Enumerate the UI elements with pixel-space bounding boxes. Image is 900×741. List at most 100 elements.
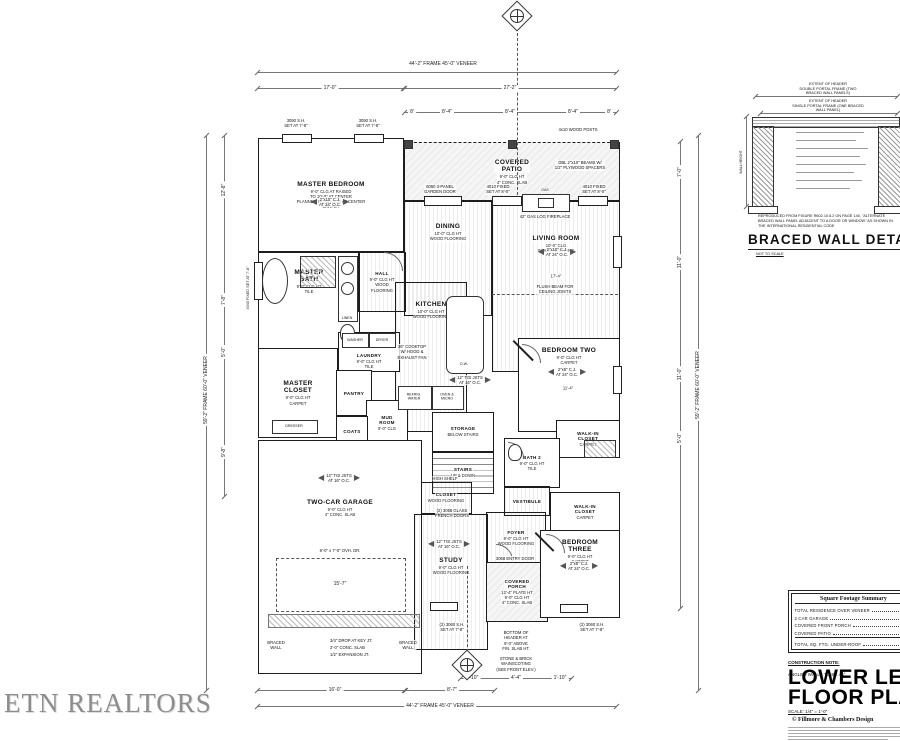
dim-bed2-width: 11'-4" [560,385,576,391]
summary-row: TOTAL RESIDENCE OVER VENEER [795,606,900,613]
room-foyer: FOYER 9'-0" CLG HT WOOD FLOORING [486,512,546,564]
room-sublabel: 10'-0" CLG HT WOOD FLOORING [429,231,467,242]
joist-note-bed2: ◀ 2"x6" C.J. AT 24" O.C. ▶ [547,367,587,377]
arrow-left-icon: ◀ [559,561,566,570]
room-label: MASTER BEDROOM [296,180,366,188]
room-pantry: PANTRY [336,370,372,416]
note-braced-b: BRACED WALL [399,640,417,651]
dim-porch-0: 1'-10" [463,675,481,681]
summary-row: COVERED FRONT PORCH [795,621,900,628]
window-bed3-bottom [560,604,588,613]
note-cooktop: 36" COOKTOP W/ HOOD & EXHAUST FAN [397,344,427,360]
note-fireplace: 42" GAS LOG FIREPLACE [519,214,571,220]
note-fixed-b: 4010 FIXED SET AT 8'-0" [582,184,606,195]
bw-height-dim [746,117,747,206]
dim-top-sub-4: 8' [605,109,613,115]
dim-right-3: 5'-0" [677,431,683,445]
bw-title-rule [748,249,900,251]
garden-door [424,196,462,206]
refrig-label: REFRIG. WATER [406,392,422,402]
note-french-doors: (2) 3068 GLASS FRENCH DOORS [435,508,469,519]
room-label: MASTER CLOSET [282,380,314,395]
room-sublabel: 9'-0" CLG HT WOOD FLOORING [497,535,535,547]
room-label: STAIRS [452,467,474,473]
sheet-scale: SCALE: 1/4" = 1'-0" [788,709,828,714]
room-label: DINING [434,223,462,230]
room-label: STUDY [438,557,464,564]
summary-row: 2 CAR GARAGE [795,613,900,621]
dim-top-sub-1: 8'-4" [440,109,454,115]
note-ovh-door: 8'-0" x 7'-0" OVH. DR. [319,548,361,554]
dw-label: D.W. [460,361,468,367]
construction-note-label: CONSTRUCTION NOTE: [788,659,840,665]
room-sublabel: 9'-0" CLG HT CARPET [556,355,582,366]
bw-note-line [796,188,850,190]
note-conc-slab: 2'-0" CONC. SLAB [330,645,365,651]
joist-note-garage: ◀ 12" TGI JSTS AT 16" O.C. ▶ [318,473,360,483]
room-sublabel: 9'-0" CLG HT TILE [519,460,545,472]
room-walk-in-closet-lower: WALK-IN CLOSET CARPET [550,492,620,532]
north-arrow-icon [501,0,533,32]
dim-bottom-b: 8'-7" [445,687,459,693]
summary-total-row: TOTAL SQ. FTG. UNDER-ROOF [795,640,900,647]
fine-print-line [788,739,888,741]
centerline-top [517,28,518,200]
bw-extent-a: EXTENT OF HEADER DOUBLE PORTAL FRAME (TW… [792,82,864,97]
dim-top-b: 27'-2" [501,85,519,91]
note-wood-posts: 4x10 WOOD POSTS [558,127,598,133]
dotted-leader [832,633,900,635]
fine-print-line [788,727,900,729]
room-storage: STORAGE BELOW STAIRS [432,412,494,452]
realtor-watermark: ETN REALTORS [4,688,212,718]
shower [300,256,336,288]
fine-print-line [788,730,900,732]
joist-note-bed3: ◀ 2"x6" C.J. AT 24" O.C. ▶ [559,561,599,571]
room-master-bedroom: MASTER BEDROOM 9'-0" CLG AT RAISED TO 10… [258,138,404,252]
room-sublabel: 9'-0" CLG HT TILE [356,358,382,369]
bw-note-line [796,172,854,174]
dim-top-sub-2: 8'-4" [503,109,517,115]
arrow-left-icon: ◀ [547,367,554,376]
patio-post-2 [508,140,517,149]
room-label: PANTRY [342,390,366,396]
window-bed2-right [613,366,622,394]
bw-footing-left [748,206,778,214]
bw-title: BRACED WALL DETAIL [748,232,900,247]
note-braced-a: BRACED WALL [267,640,285,651]
bw-dim-line-a [755,96,898,97]
patio-post-1 [404,140,413,149]
dotted-leader [863,645,900,646]
overhead-door-outline [276,558,406,612]
arrow-right-icon: ▶ [580,367,587,376]
bw-scale: NOT TO SCALE [756,252,784,256]
arrow-left-icon: ◀ [428,539,435,548]
bw-dim-line-b [760,113,898,114]
dim-top-sub-3: 8'-4" [566,109,580,115]
room-label: COVERED PATIO [493,159,531,174]
dim-bottom-main: 44'-2" FRAME 45'-0" VENEER [404,703,476,709]
oven-label: OVEN & MICRO [440,392,454,402]
joist-note-kitchen: ◀ 12" TGI JSTS AT 16" O.C. ▶ [449,375,491,385]
gas-label: GAS [541,187,549,193]
bw-note-line [796,180,862,182]
room-label: BEDROOM THREE [560,539,600,553]
dim-left-0: 12'-8" [221,181,227,199]
sink-2 [341,282,354,295]
room-sublabel: 10'-0" CLG HT WOOD FLOORING [412,309,450,320]
dim-top-a: 17'-0" [321,85,339,91]
room-label: LIVING ROOM [531,235,581,242]
construction-note-text: ANGLED WALLS TO BE 45°. [788,671,847,677]
note-expansion: 1/2" EXPANSION JT. [330,652,370,658]
room-label: BEDROOM TWO [540,347,598,354]
shower-bath2 [584,440,616,458]
room-label: BATH 2 [521,454,543,460]
dim-line-top-main [257,72,617,73]
dim-right-1: 11'-0" [677,253,683,271]
dim-left-main: 59'-2" FRAME 60'-0" VENEER [203,354,209,426]
linen-label: LINEN [341,315,353,321]
arrow-right-icon: ▶ [592,561,599,570]
room-sublabel: CARPET [576,514,594,521]
dim-right-0: 7'-0" [677,165,683,179]
note-porch-win-b: (2) 3060 S.H. SET AT 7'-8" [579,622,605,633]
note-left-window: 4040 FIXED SET AT 7'-8" [246,264,250,312]
